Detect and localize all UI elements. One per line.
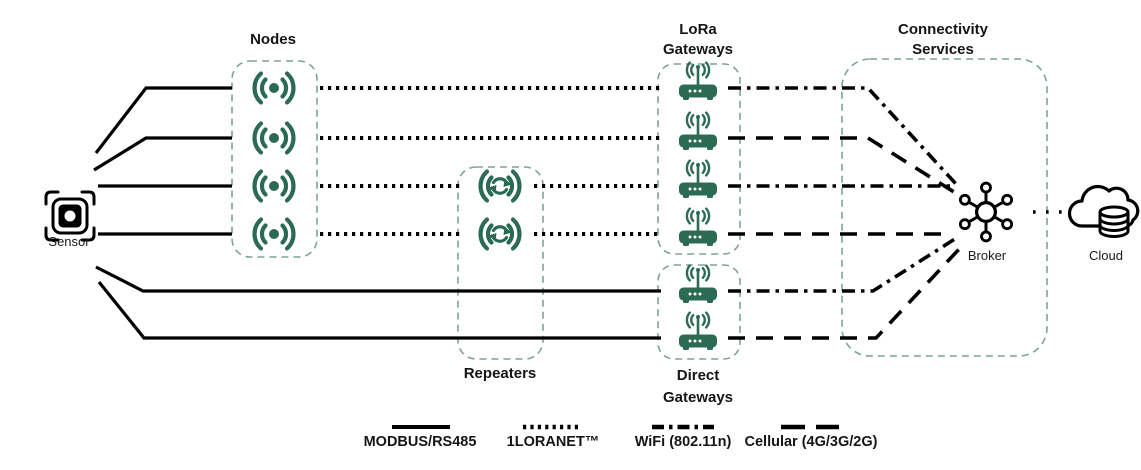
lora-gateways-title-line2: Gateways bbox=[662, 41, 734, 58]
link-lora-gateway-2-broker-cellular bbox=[728, 136, 955, 194]
link-sensor-node-1-modbus bbox=[94, 86, 232, 154]
link-direct-gateway-1-broker-wifi bbox=[728, 235, 959, 293]
connectivity-services-group-box bbox=[841, 58, 1048, 357]
lora-gateways-title-line1: LoRa bbox=[679, 21, 717, 38]
nodes-group-box bbox=[231, 60, 318, 258]
legend-label-cellular: Cellular (4G/3G/2G) bbox=[744, 434, 878, 450]
direct-gateway-icon-1 bbox=[669, 262, 727, 306]
legend-label-modbus: MODBUS/RS485 bbox=[363, 434, 477, 450]
link-sensor-node-2-modbus bbox=[93, 136, 232, 172]
connections-layer bbox=[93, 58, 1067, 430]
lora-gateway-icon-3 bbox=[669, 157, 727, 201]
sensor-label: Sensor bbox=[48, 234, 90, 249]
link-sensor-direct-gateway-2-modbus bbox=[97, 280, 661, 340]
lora-gateway-icon-1 bbox=[669, 59, 727, 103]
lora-gateways-group-box bbox=[657, 63, 741, 255]
legend-label-loranet: 1LORANET™ bbox=[506, 434, 600, 450]
wireless-node-icon-3 bbox=[245, 163, 303, 209]
broker-label: Broker bbox=[967, 248, 1007, 263]
link-sensor-direct-gateway-1-modbus bbox=[95, 265, 661, 293]
wireless-node-icon-1 bbox=[245, 65, 303, 111]
broker-hub-icon bbox=[955, 181, 1017, 243]
legend-label-wifi: WiFi (802.11n) bbox=[634, 434, 732, 450]
repeaters-group-box bbox=[457, 166, 544, 360]
lora-gateway-icon-4 bbox=[669, 205, 727, 249]
link-direct-gateway-2-broker-cellular bbox=[728, 244, 964, 340]
wireless-node-icon-4 bbox=[245, 211, 303, 257]
direct-gateways-group-box bbox=[657, 264, 741, 360]
repeater-icon-1 bbox=[471, 163, 529, 209]
repeaters-group-title: Repeaters bbox=[463, 365, 537, 382]
direct-gateway-icon-2 bbox=[669, 309, 727, 353]
wireless-node-icon-2 bbox=[245, 115, 303, 161]
direct-gateways-title-line1: Direct bbox=[676, 367, 720, 384]
connectivity-services-title-line2: Services bbox=[912, 41, 974, 58]
nodes-group-title: Nodes bbox=[250, 31, 296, 48]
cloud-label: Cloud bbox=[1089, 248, 1123, 263]
network-architecture-diagram: Nodes LoRa Gateways Connectivity Service… bbox=[40, 16, 1141, 454]
lora-gateway-icon-2 bbox=[669, 109, 727, 153]
cloud-database-icon bbox=[1064, 178, 1141, 240]
repeater-icon-2 bbox=[471, 211, 529, 257]
direct-gateways-title-line2: Gateways bbox=[662, 389, 734, 406]
connectivity-services-title-line1: Connectivity bbox=[897, 21, 989, 38]
